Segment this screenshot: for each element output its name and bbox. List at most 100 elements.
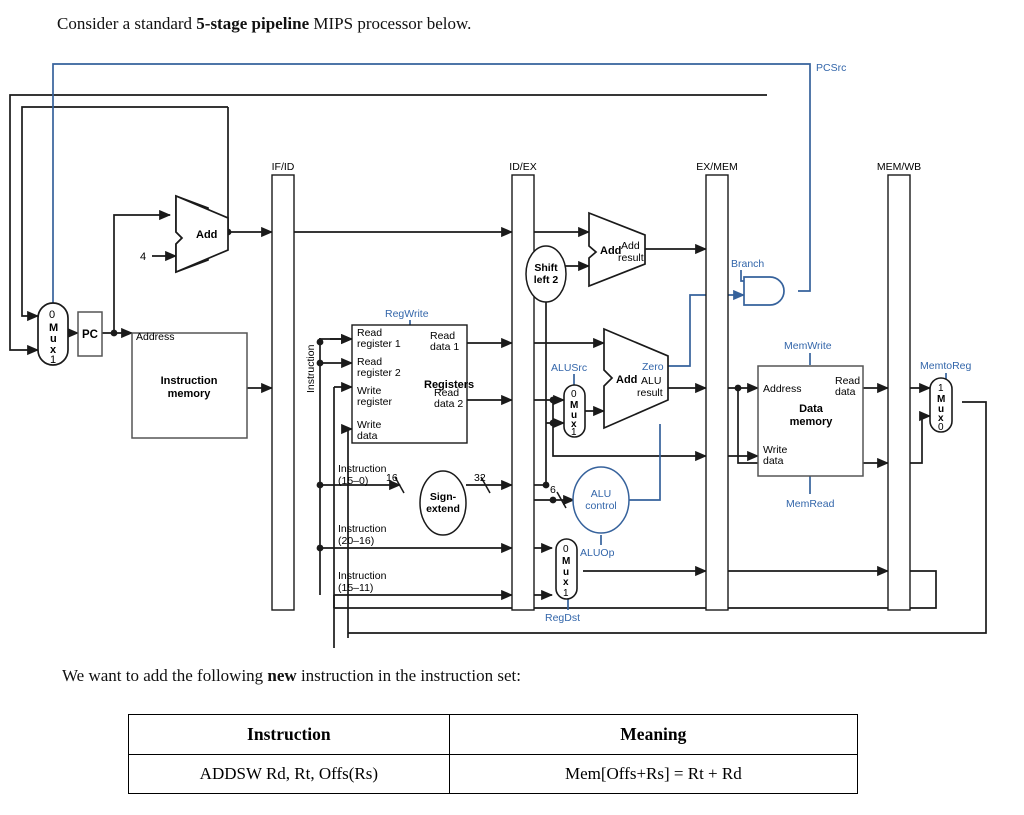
pc-register: PC	[77, 311, 103, 357]
cell-meaning: Mem[Offs+Rs] = Rt + Rd	[448, 754, 859, 794]
svg-text:Write: Write	[357, 385, 381, 397]
svg-text:data 2: data 2	[434, 398, 463, 410]
svg-text:M: M	[937, 394, 945, 405]
svg-text:Address: Address	[763, 383, 802, 395]
svg-text:M: M	[49, 322, 58, 334]
svg-text:Instruction: Instruction	[338, 523, 387, 535]
svg-text:u: u	[938, 404, 944, 415]
svg-text:16: 16	[386, 472, 398, 484]
svg-text:0: 0	[563, 544, 569, 555]
svg-text:ALU: ALU	[591, 488, 611, 500]
svg-text:u: u	[571, 410, 577, 421]
control-label-memwrite: MemWrite	[784, 340, 832, 352]
svg-text:IF/ID: IF/ID	[272, 161, 295, 173]
svg-text:Zero: Zero	[642, 361, 664, 373]
branch-and-gate	[743, 276, 785, 306]
sign-extend-unit: Sign- extend	[419, 470, 467, 536]
svg-text:Address: Address	[136, 331, 175, 343]
svg-text:Shift: Shift	[534, 262, 558, 274]
svg-text:register 1: register 1	[357, 338, 401, 350]
control-label-memread: MemRead	[786, 498, 835, 510]
svg-text:Data: Data	[799, 403, 824, 415]
pc-increment-adder: Add	[175, 194, 229, 274]
svg-text:ALU: ALU	[641, 375, 661, 387]
alu: Add Zero ALU result	[603, 327, 669, 430]
control-label-aluop: ALUOp	[580, 547, 615, 559]
prompt-bottom-pre: We want to add the following	[62, 666, 268, 685]
svg-text:data 1: data 1	[430, 341, 459, 353]
svg-text:1: 1	[938, 383, 944, 394]
table-header-meaning: Meaning	[448, 714, 859, 755]
svg-text:register: register	[357, 396, 393, 408]
svg-text:left 2: left 2	[534, 274, 559, 286]
svg-text:register 2: register 2	[357, 367, 401, 379]
table-header-row: Instruction Meaning	[128, 714, 859, 755]
table-header-instruction: Instruction	[128, 714, 450, 755]
control-label-memtoreg: MemtoReg	[920, 360, 972, 372]
svg-text:Instruction: Instruction	[338, 570, 387, 582]
svg-text:memory: memory	[790, 416, 834, 428]
svg-text:PC: PC	[82, 329, 98, 341]
alusrc-mux[interactable]: 0 M u x 1	[563, 384, 586, 438]
svg-text:Add: Add	[600, 245, 621, 257]
new-instruction-table: Instruction Meaning ADDSW Rd, Rt, Offs(R…	[128, 714, 859, 794]
alu-control-unit: ALU control	[572, 466, 630, 534]
svg-text:Add: Add	[616, 374, 637, 386]
svg-text:EX/MEM: EX/MEM	[696, 161, 737, 173]
svg-text:memory: memory	[168, 388, 212, 400]
svg-text:(15–0): (15–0)	[338, 475, 368, 487]
svg-text:1: 1	[50, 354, 56, 366]
pipeline-register-if-id: IF/ID	[271, 161, 295, 611]
svg-text:x: x	[571, 419, 577, 430]
instruction-field-labels: Instruction(15–0) Instruction(20–16) Ins…	[338, 463, 556, 594]
prompt-top-pre: Consider a standard	[57, 14, 197, 33]
prompt-top: Consider a standard 5-stage pipeline MIP…	[57, 14, 471, 34]
svg-text:M: M	[570, 400, 578, 411]
svg-text:u: u	[563, 567, 569, 578]
svg-text:Write: Write	[763, 444, 787, 456]
shift-left-2-unit: Shift left 2	[525, 245, 567, 303]
mips-pipeline-diagram: 0 M u x 1 PC 4 Add Address Instruction m…	[0, 48, 1024, 648]
svg-text:result: result	[637, 387, 663, 399]
svg-text:Read: Read	[434, 387, 459, 399]
svg-text:Instruction: Instruction	[161, 375, 218, 387]
regdst-mux[interactable]: 0 M u x 1	[555, 538, 578, 600]
svg-text:Add: Add	[621, 240, 640, 252]
prompt-top-post: MIPS processor below.	[309, 14, 472, 33]
svg-text:data: data	[357, 430, 378, 442]
svg-text:Read: Read	[835, 375, 860, 387]
data-memory: Address Data memory Write data Read data	[757, 365, 864, 477]
branch-adder: Add Add result	[588, 211, 646, 288]
svg-text:0: 0	[49, 309, 55, 321]
svg-text:Read: Read	[357, 327, 382, 339]
svg-text:Instruction: Instruction	[338, 463, 387, 475]
prompt-bottom: We want to add the following new instruc…	[62, 666, 521, 686]
svg-text:6: 6	[550, 484, 556, 496]
control-label-regwrite: RegWrite	[385, 308, 429, 320]
memtoreg-mux[interactable]: 1 M u x 0	[929, 377, 953, 433]
control-label-pcsrc: PCSrc	[816, 62, 846, 74]
instruction-bus-label: Instruction	[305, 344, 317, 393]
register-file: Read register 1 Read register 2 Write re…	[351, 324, 474, 444]
svg-text:ID/EX: ID/EX	[509, 161, 536, 173]
svg-text:(20–16): (20–16)	[338, 535, 374, 547]
svg-text:M: M	[562, 556, 570, 567]
svg-text:data: data	[763, 455, 784, 467]
svg-text:Write: Write	[357, 419, 381, 431]
pipeline-register-mem-wb: MEM/WB	[877, 161, 921, 611]
svg-text:Sign-: Sign-	[430, 491, 457, 503]
svg-text:extend: extend	[426, 503, 460, 515]
svg-text:Read: Read	[430, 330, 455, 342]
svg-text:0: 0	[571, 389, 577, 400]
svg-text:Read: Read	[357, 356, 382, 368]
svg-text:MEM/WB: MEM/WB	[877, 161, 921, 173]
svg-text:Add: Add	[196, 229, 217, 241]
cell-instruction: ADDSW Rd, Rt, Offs(Rs)	[128, 754, 450, 794]
pc-mux[interactable]: 0 M u x 1	[37, 302, 69, 366]
svg-text:x: x	[50, 344, 57, 356]
svg-text:u: u	[50, 333, 57, 345]
svg-text:0: 0	[938, 422, 944, 433]
prompt-top-bold: 5-stage pipeline	[196, 14, 310, 33]
instruction-memory: Address Instruction memory	[131, 331, 248, 439]
prompt-bottom-post: instruction in the instruction set:	[296, 666, 521, 685]
